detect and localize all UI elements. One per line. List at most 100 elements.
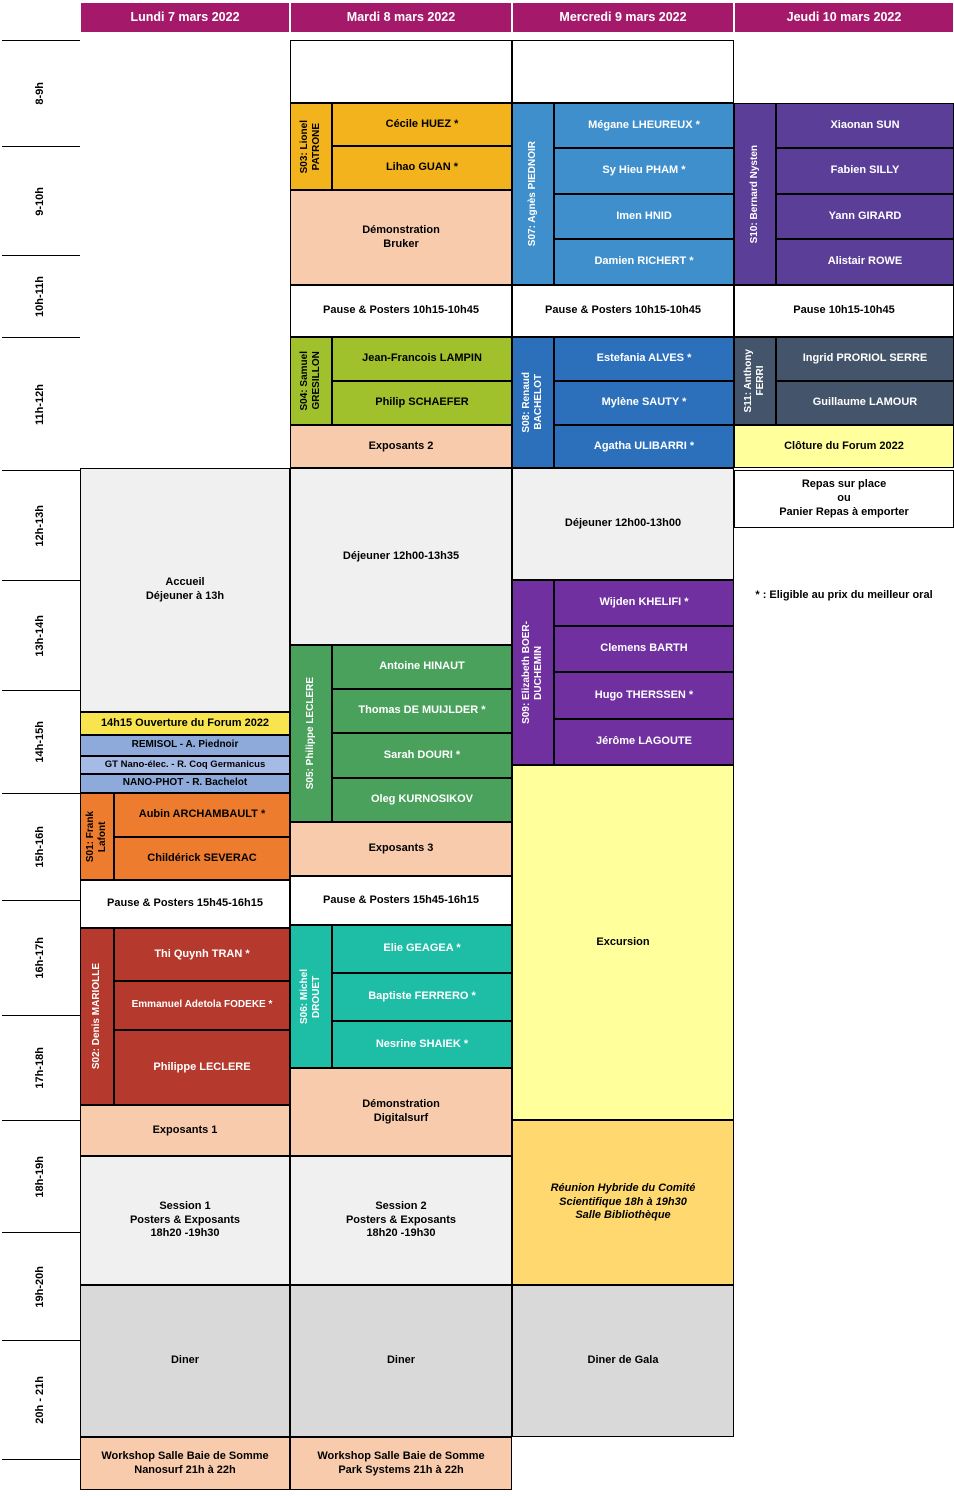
cell-pause-posters-pm-monday: Pause & Posters 15h45-16h15 [80, 880, 290, 928]
time-row-14-15h: 14h-15h [2, 690, 80, 793]
cell-repas-sur-place: Repas sur place ou Panier Repas à emport… [734, 470, 954, 528]
time-row-16-17h: 16h-17h [2, 900, 80, 1015]
time-label: 20h - 21h [34, 1376, 47, 1424]
cell-diner-tuesday: Diner [290, 1285, 512, 1437]
session-label-s01-text: S01: Frank Lafont [85, 810, 108, 863]
talk-lheureux: Mégane LHEUREUX * [554, 103, 734, 148]
time-row-12-13h: 12h-13h [2, 470, 80, 580]
day-header-lundi: Lundi 7 mars 2022 [80, 2, 290, 33]
time-row-19-20h: 19h-20h [2, 1232, 80, 1340]
cell-pause-posters-am-tuesday: Pause & Posters 10h15-10h45 [290, 285, 512, 337]
talk-guan: Lihao GUAN * [332, 146, 512, 190]
talk-therssen: Hugo THERSSEN * [554, 672, 734, 719]
talk-richert: Damien RICHERT * [554, 239, 734, 285]
session-label-s08: S08: Renaud BACHELOT [512, 337, 554, 468]
cell-dejeuner-tuesday: Déjeuner 12h00-13h35 [290, 468, 512, 645]
talk-leclere-philippe: Philippe LECLERE [114, 1030, 290, 1105]
talk-proriol-serre: Ingrid PRORIOL SERRE [776, 337, 954, 381]
cell-gt-nano-elec: GT Nano-élec. - R. Coq Germanicus [80, 756, 290, 774]
talk-huez: Cécile HUEZ * [332, 103, 512, 146]
session-label-s04-text: S04: Samuel GRESILLON [299, 351, 322, 411]
time-row-8-9h: 8-9h [2, 40, 80, 146]
talk-severac: Childérick SEVERAC [114, 837, 290, 880]
cell-empty-tuesday-8h [290, 40, 512, 103]
cell-empty-wednesday-8h [512, 40, 734, 103]
talk-sun: Xiaonan SUN [776, 103, 954, 148]
time-label: 19h-20h [34, 1265, 47, 1308]
time-label: 12h-13h [34, 504, 47, 547]
talk-schaefer: Philip SCHAEFER [332, 381, 512, 425]
cell-exposants-3: Exposants 3 [290, 822, 512, 876]
cell-demo-digitalsurf: Démonstration Digitalsurf [290, 1068, 512, 1156]
session-label-s01: S01: Frank Lafont [80, 793, 114, 880]
time-label: 10h-11h [34, 276, 47, 317]
session-label-s10: S10: Bernard Nysten [734, 103, 776, 285]
talk-shaiek: Nesrine SHAIEK * [332, 1021, 512, 1068]
talk-ferrero: Baptiste FERRERO * [332, 973, 512, 1021]
time-label: 9-10h [34, 186, 47, 216]
talk-de-muijlder: Thomas DE MUIJLDER * [332, 689, 512, 733]
session-label-s05: S05: Philippe LECLERE [290, 645, 332, 822]
cell-workshop-nanosurf: Workshop Salle Baie de Somme Nanosurf 21… [80, 1437, 290, 1490]
cell-reunion-comite: Réunion Hybride du Comité Scientifique 1… [512, 1120, 734, 1285]
time-label: 11h-12h [34, 383, 47, 425]
session-label-s09: S09: Elizabeth BOER- DUCHEMIN [512, 580, 554, 765]
talk-hnid: Imen HNID [554, 194, 734, 239]
cell-pause-posters-am-wednesday: Pause & Posters 10h15-10h45 [512, 285, 734, 337]
cell-cloture-forum: Clôture du Forum 2022 [734, 425, 954, 468]
time-row-10-11h: 10h-11h [2, 255, 80, 337]
talk-geagea: Elie GEAGEA * [332, 925, 512, 973]
cell-diner-gala: Diner de Gala [512, 1285, 734, 1437]
talk-barth: Clemens BARTH [554, 626, 734, 672]
cell-exposants-2: Exposants 2 [290, 425, 512, 468]
session-label-s08-text: S08: Renaud BACHELOT [521, 372, 544, 433]
time-row-13-14h: 13h-14h [2, 580, 80, 690]
session-label-s11: S11: Anthony FERRI [734, 337, 776, 425]
talk-lampin: Jean-Francois LAMPIN [332, 337, 512, 381]
cell-ouverture-forum: 14h15 Ouverture du Forum 2022 [80, 712, 290, 735]
time-row-20-21h: 20h - 21h [2, 1340, 80, 1460]
session-label-s06-text: S06: Michel DROUET [299, 968, 322, 1025]
session-label-s07: S07: Agnès PIEDNOIR [512, 103, 554, 285]
day-header-jeudi: Jeudi 10 mars 2022 [734, 2, 954, 33]
cell-excursion: Excursion [512, 765, 734, 1120]
cell-nano-phot: NANO-PHOT - R. Bachelot [80, 774, 290, 793]
time-label: 13h-14h [34, 614, 47, 657]
cell-accueil-dejeuner: Accueil Déjeuner à 13h [80, 468, 290, 712]
talk-silly: Fabien SILLY [776, 148, 954, 194]
time-row-18-19h: 18h-19h [2, 1120, 80, 1232]
talk-lamour: Guillaume LAMOUR [776, 381, 954, 425]
day-header-mercredi: Mercredi 9 mars 2022 [512, 2, 734, 33]
cell-session-1-posters: Session 1 Posters & Exposants 18h20 -19h… [80, 1156, 290, 1285]
time-row-11-12h: 11h-12h [2, 337, 80, 470]
talk-pham: Sy Hieu PHAM * [554, 148, 734, 194]
cell-exposants-1: Exposants 1 [80, 1105, 290, 1156]
talk-fodeke: Emmanuel Adetola FODEKE * [114, 981, 290, 1030]
time-label: 15h-16h [34, 826, 47, 868]
time-row-15-16h: 15h-16h [2, 793, 80, 900]
talk-hinaut: Antoine HINAUT [332, 645, 512, 689]
session-label-s03-text: S03: Lionel PATRONE [299, 119, 322, 174]
cell-workshop-park-systems: Workshop Salle Baie de Somme Park System… [290, 1437, 512, 1490]
cell-session-2-posters: Session 2 Posters & Exposants 18h20 -19h… [290, 1156, 512, 1285]
session-label-s05-text: S05: Philippe LECLERE [305, 677, 316, 790]
session-label-s09-text: S09: Elizabeth BOER- DUCHEMIN [521, 621, 544, 724]
talk-alves: Estefania ALVES * [554, 337, 734, 381]
talk-rowe: Alistair ROWE [776, 239, 954, 285]
talk-tran: Thi Quynh TRAN * [114, 928, 290, 981]
day-header-mardi: Mardi 8 mars 2022 [290, 2, 512, 33]
cell-diner-monday: Diner [80, 1285, 290, 1437]
cell-pause-am-thursday: Pause 10h15-10h45 [734, 285, 954, 337]
talk-archambault: Aubin ARCHAMBAULT * [114, 793, 290, 837]
cell-demo-bruker: Démonstration Bruker [290, 190, 512, 285]
time-row-9-10h: 9-10h [2, 146, 80, 255]
time-label: 14h-15h [34, 721, 47, 763]
time-label: 17h-18h [34, 1047, 47, 1089]
session-label-s06: S06: Michel DROUET [290, 925, 332, 1068]
time-row-17-18h: 17h-18h [2, 1015, 80, 1120]
note-eligible-prix: * : Eligible au prix du meilleur oral [739, 576, 949, 616]
talk-sauty: Mylène SAUTY * [554, 381, 734, 425]
cell-remisol: REMISOL - A. Piednoir [80, 735, 290, 756]
talk-ulibarri: Agatha ULIBARRI * [554, 425, 734, 468]
